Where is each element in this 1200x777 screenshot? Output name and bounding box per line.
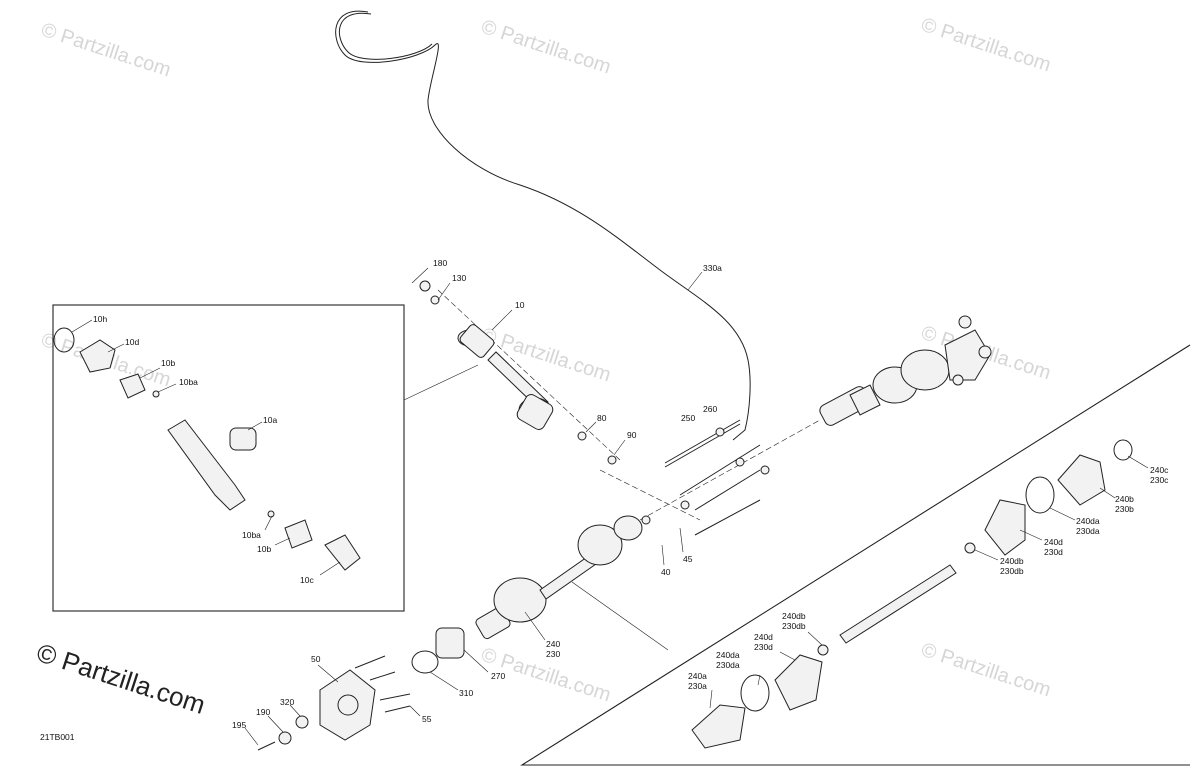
label-240da-left: 240da xyxy=(716,650,740,660)
inset-pointer-line xyxy=(403,364,479,401)
label-250: 250 xyxy=(681,413,695,423)
label-240c: 240c xyxy=(1150,465,1169,475)
label-10c: 10c xyxy=(300,575,314,585)
label-10ba-top: 10ba xyxy=(179,377,198,387)
label-80: 80 xyxy=(597,413,607,423)
label-240db-left: 240db xyxy=(782,611,806,621)
label-10b-bottom: 10b xyxy=(257,544,271,554)
label-240d-left: 240d xyxy=(754,632,773,642)
part-labels: 10h 10d 10b 10ba 10a 10ba 10b 10c 180 13… xyxy=(93,258,1169,730)
cotter-pin-195 xyxy=(257,741,276,751)
inset-parts xyxy=(53,327,361,571)
label-240da-right: 240da xyxy=(1076,516,1100,526)
label-90: 90 xyxy=(627,430,637,440)
watermark: © Partzilla.com xyxy=(38,19,173,82)
nut-190 xyxy=(278,731,292,745)
label-260: 260 xyxy=(703,404,717,414)
label-240b: 240b xyxy=(1115,494,1134,504)
label-130: 130 xyxy=(452,273,466,283)
watermark-main: © Partzilla.com xyxy=(33,637,209,720)
label-330a: 330a xyxy=(703,263,722,273)
label-10d: 10d xyxy=(125,337,139,347)
upper-cv-axle xyxy=(819,315,992,426)
cable-330a-outer xyxy=(338,12,433,60)
watermark: © Partzilla.com xyxy=(918,14,1053,77)
watermark: © Partzilla.com xyxy=(478,16,613,79)
label-55: 55 xyxy=(422,714,432,724)
ring-310 xyxy=(411,650,439,674)
centerlines xyxy=(437,289,821,521)
label-10a: 10a xyxy=(263,415,277,425)
label-230c: 230c xyxy=(1150,475,1169,485)
label-230db-left: 230db xyxy=(782,621,806,631)
bearing-270 xyxy=(435,627,465,659)
triangle-detail-parts xyxy=(691,439,1133,749)
label-240db-right: 240db xyxy=(1000,556,1024,566)
watermarks: © Partzilla.com © Partzilla.com © Partzi… xyxy=(33,14,1053,720)
triangle-pointer-line xyxy=(571,581,669,651)
cable-330a xyxy=(335,10,751,441)
label-230d-right: 230d xyxy=(1044,547,1063,557)
label-180: 180 xyxy=(433,258,447,268)
label-10b-top: 10b xyxy=(161,358,175,368)
wheel-hub-50 xyxy=(319,655,411,741)
label-230: 230 xyxy=(546,649,560,659)
label-230d-left: 230d xyxy=(754,642,773,652)
label-240d-right: 240d xyxy=(1044,537,1063,547)
label-320: 320 xyxy=(280,697,294,707)
label-310: 310 xyxy=(459,688,473,698)
diagram-code: 21TB001 xyxy=(40,732,75,742)
label-240: 240 xyxy=(546,639,560,649)
label-195: 195 xyxy=(232,720,246,730)
driveshaft-10 xyxy=(419,280,617,465)
watermark: © Partzilla.com xyxy=(918,639,1053,702)
label-10h: 10h xyxy=(93,314,107,324)
leader-330a xyxy=(687,271,703,291)
label-230da-left: 230da xyxy=(716,660,740,670)
label-50: 50 xyxy=(311,654,321,664)
label-230a: 230a xyxy=(688,681,707,691)
bolts-250-260 xyxy=(664,419,770,536)
label-10: 10 xyxy=(515,300,525,310)
label-40: 40 xyxy=(661,567,671,577)
label-10ba-bottom: 10ba xyxy=(242,530,261,540)
label-230da-right: 230da xyxy=(1076,526,1100,536)
label-190: 190 xyxy=(256,707,270,717)
washer-320 xyxy=(295,715,309,729)
detail-inset-frame xyxy=(52,304,405,612)
lower-cv-axle-240 xyxy=(475,515,651,640)
label-45: 45 xyxy=(683,554,693,564)
label-230db-right: 230db xyxy=(1000,566,1024,576)
label-240a: 240a xyxy=(688,671,707,681)
leader-lines xyxy=(71,267,1149,746)
label-230b: 230b xyxy=(1115,504,1134,514)
detail-triangle-frame xyxy=(520,344,1191,766)
label-270: 270 xyxy=(491,671,505,681)
